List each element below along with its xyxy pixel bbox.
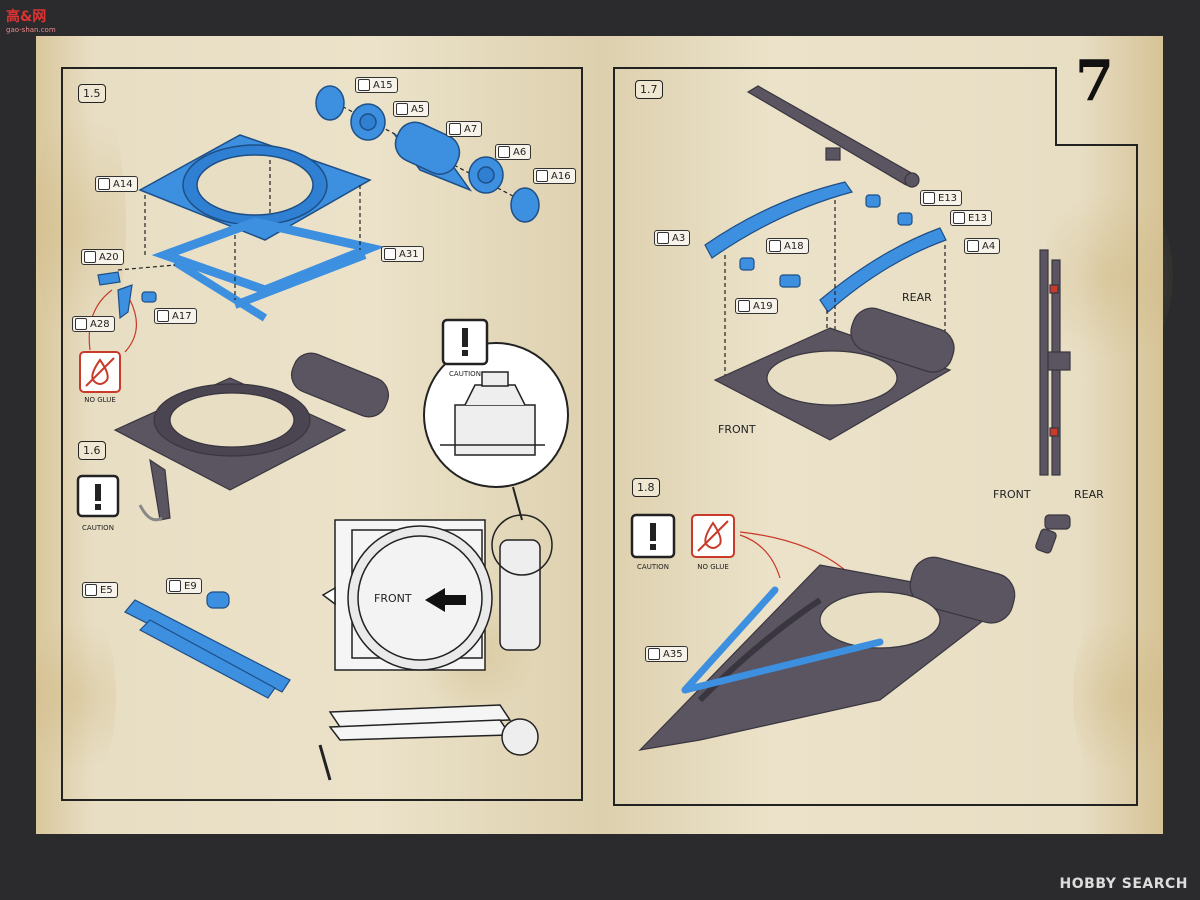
caution-caption-1-6: CAUTION [82,524,114,532]
watermark-site-name: 高&网 [6,9,47,25]
part-tag-e9: E9 [166,578,202,594]
part-tag-a3: A3 [654,230,691,246]
front-arrow-icon [425,588,466,612]
part-tag-a7: A7 [446,121,483,137]
bracket-e5-e9 [124,591,291,699]
right-page-frame [613,67,1138,806]
axle-beam-top [746,85,920,188]
part-tag-a18: A18 [766,238,809,254]
no-glue-arrow-1-8a [739,534,781,579]
caution-caption-1-8: CAUTION [637,563,669,571]
caution-zoom-callout [423,342,569,521]
no-glue-caption-1-8: NO GLUE [697,563,729,571]
no-glue-icon [79,351,121,393]
part-tag-e13-b: E13 [950,210,993,226]
a-frame-a35 [681,586,884,694]
front-label-side-view: FRONT [993,488,1031,501]
page-number: 7 [1075,48,1114,114]
part-tag-a6: A6 [495,144,532,160]
zoom-target-circle [491,514,553,576]
frame-ring-a14 [138,134,372,241]
handle-parts-a20-a17-a28 [97,271,157,320]
watermark-logo-top: 高&网 gao-shan.com [6,6,56,34]
part-tag-a16: A16 [533,168,576,184]
part-tag-e5: E5 [82,582,118,598]
part-tag-a19: A19 [735,298,778,314]
leaf-springs-a3-a4 [704,181,947,313]
assembled-frame-1-6 [113,352,390,521]
caution-icon-1-8 [630,513,676,559]
part-tag-a35: A35 [645,646,688,662]
step-1-7: 1.7 [635,80,663,99]
part-tag-a14: A14 [95,176,138,192]
no-glue-caption: NO GLUE [84,396,116,404]
frame-base-a31 [151,217,386,322]
part-tag-a5: A5 [393,101,430,117]
left-page-frame [61,67,583,801]
step-1-5: 1.5 [78,84,106,103]
caution-icon-zoom [441,318,489,366]
part-tag-a17: A17 [154,308,197,324]
tank-parts-exploded [315,85,540,223]
no-glue-arrow-b [124,299,137,353]
part-tag-a20: A20 [81,249,124,265]
watermark-logo-bottom: HOBBY SEARCH [1059,876,1188,892]
rear-label-1-7: REAR [902,291,932,304]
no-glue-icon-1-8 [691,514,735,558]
side-view-chassis [1035,249,1071,554]
step-1-8: 1.8 [632,478,660,497]
caution-caption-zoom: CAUTION [449,370,481,378]
caution-icon-1-6 [76,474,120,518]
rotation-arrow-icon [138,504,163,522]
part-tag-e13-a: E13 [920,190,963,206]
front-label-1-7: FRONT [718,423,756,436]
part-tag-a31: A31 [381,246,424,262]
step-1-6: 1.6 [78,441,106,460]
rear-label-side-view: REAR [1074,488,1104,501]
front-label-top-view: FRONT [374,592,412,605]
top-view-frame [321,519,541,671]
assembled-chassis-1-7 [713,307,955,441]
watermark-site-url: gao-shan.com [6,26,56,34]
side-view-frame [318,704,539,781]
part-tag-a15: A15 [355,77,398,93]
part-tag-a4: A4 [964,238,1001,254]
no-glue-arrow-a [88,289,113,351]
part-tag-a28: A28 [72,316,115,332]
